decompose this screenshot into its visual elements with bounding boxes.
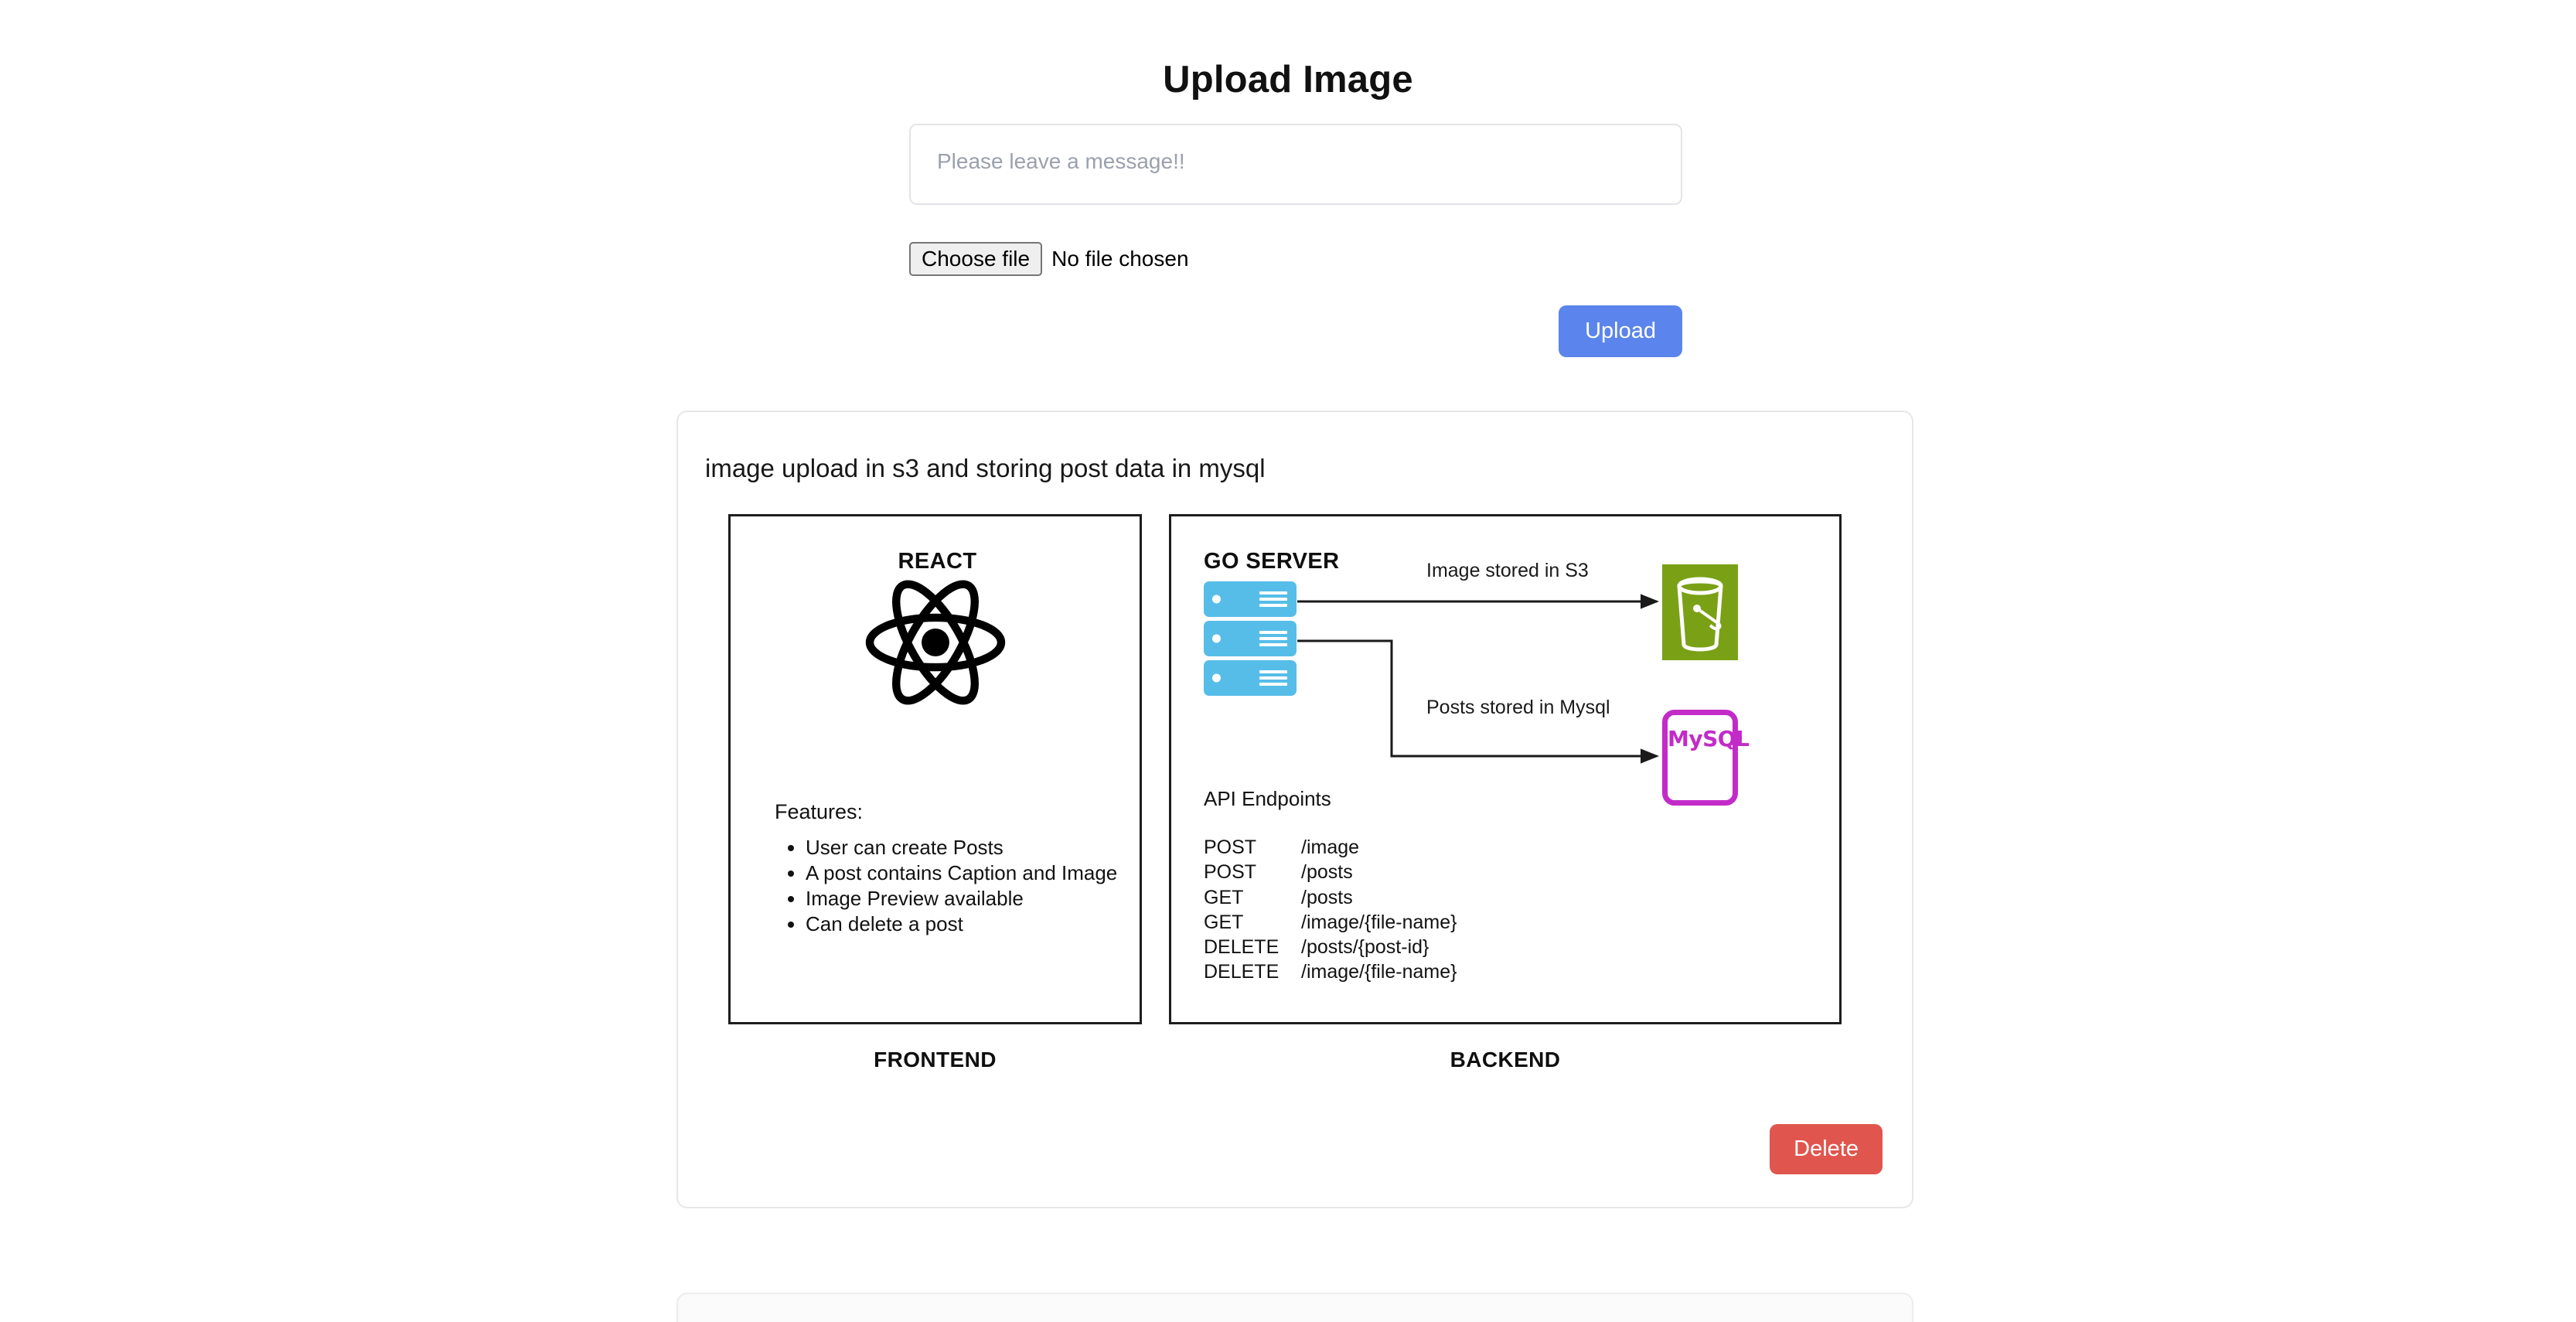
upload-button-row: Upload [909, 305, 1682, 357]
backend-label: BACKEND [1450, 1048, 1561, 1072]
endpoint-method: GET [1204, 886, 1244, 908]
endpoint-path: /posts/{post-id} [1301, 936, 1429, 958]
features-label: Features: [775, 800, 864, 823]
list-item: Can delete a post [806, 911, 1117, 937]
table-row: GET /posts [1204, 885, 1457, 910]
server-bar [1204, 621, 1297, 656]
table-row: DELETE /posts/{post-id} [1204, 935, 1457, 959]
post-card: image upload in s3 and storing post data… [676, 411, 1913, 1208]
server-vent-icon [1259, 670, 1287, 686]
go-server-title: GO SERVER [1204, 549, 1340, 574]
endpoint-method: POST [1204, 836, 1257, 858]
endpoint-method: DELETE [1204, 961, 1279, 983]
table-row: GET /image/{file-name} [1204, 910, 1457, 935]
endpoint-path: /posts [1301, 886, 1353, 908]
page-title: Upload Image [1163, 58, 1413, 101]
endpoint-method: POST [1204, 861, 1257, 884]
backend-panel: GO SERVER [1169, 514, 1842, 1024]
server-vent-icon [1259, 631, 1287, 646]
server-bar [1204, 660, 1297, 696]
api-endpoints-table: POST /image POST /posts GET /posts GET /… [1204, 835, 1457, 985]
table-row: DELETE /image/{file-name} [1204, 959, 1457, 984]
react-title: REACT [898, 549, 977, 574]
api-endpoints-heading: API Endpoints [1204, 787, 1331, 810]
file-input-row[interactable]: Choose file No file chosen [909, 240, 1682, 278]
file-name-status: No file chosen [1051, 247, 1189, 271]
diagram-arrows [1297, 594, 1659, 764]
message-input[interactable] [909, 124, 1682, 205]
list-item: A post contains Caption and Image [806, 860, 1117, 886]
endpoint-path: /image/{file-name} [1301, 911, 1457, 933]
table-row: POST /image [1204, 835, 1457, 860]
server-led-icon [1212, 595, 1221, 604]
server-led-icon [1212, 673, 1221, 683]
react-atom-icon [862, 577, 1009, 712]
frontend-panel: REACT Features: User can create Posts A … [728, 514, 1142, 1024]
post-caption: image upload in s3 and storing post data… [705, 454, 1266, 482]
choose-file-button[interactable]: Choose file [909, 241, 1043, 277]
list-item: User can create Posts [806, 835, 1117, 860]
mysql-box-icon: MySQL [1662, 710, 1750, 806]
architecture-diagram: REACT Features: User can create Posts A … [701, 514, 1892, 1086]
list-item: Image Preview available [806, 886, 1117, 911]
features-list: User can create Posts A post contains Ca… [775, 835, 1117, 937]
server-stack-icon [1204, 581, 1297, 700]
delete-button-row: Delete [678, 1124, 1915, 1174]
arrow-label-s3: Image stored in S3 [1426, 560, 1589, 581]
endpoint-path: /posts [1301, 861, 1353, 884]
server-bar [1204, 581, 1297, 617]
s3-bucket-icon [1662, 564, 1738, 660]
upload-button[interactable]: Upload [1559, 305, 1682, 357]
frontend-label: FRONTEND [874, 1048, 997, 1072]
endpoint-path: /image [1301, 836, 1360, 858]
next-post-card [676, 1293, 1913, 1322]
mysql-label: MySQL [1668, 726, 1750, 751]
table-row: POST /posts [1204, 860, 1457, 884]
upload-form: Choose file No file chosen [909, 124, 1682, 278]
endpoint-method: GET [1204, 911, 1244, 933]
endpoint-method: DELETE [1204, 936, 1279, 958]
server-led-icon [1212, 634, 1221, 643]
server-vent-icon [1259, 591, 1287, 607]
endpoint-path: /image/{file-name} [1301, 961, 1457, 983]
delete-button[interactable]: Delete [1770, 1124, 1883, 1174]
arrow-label-mysql: Posts stored in Mysql [1426, 697, 1610, 718]
